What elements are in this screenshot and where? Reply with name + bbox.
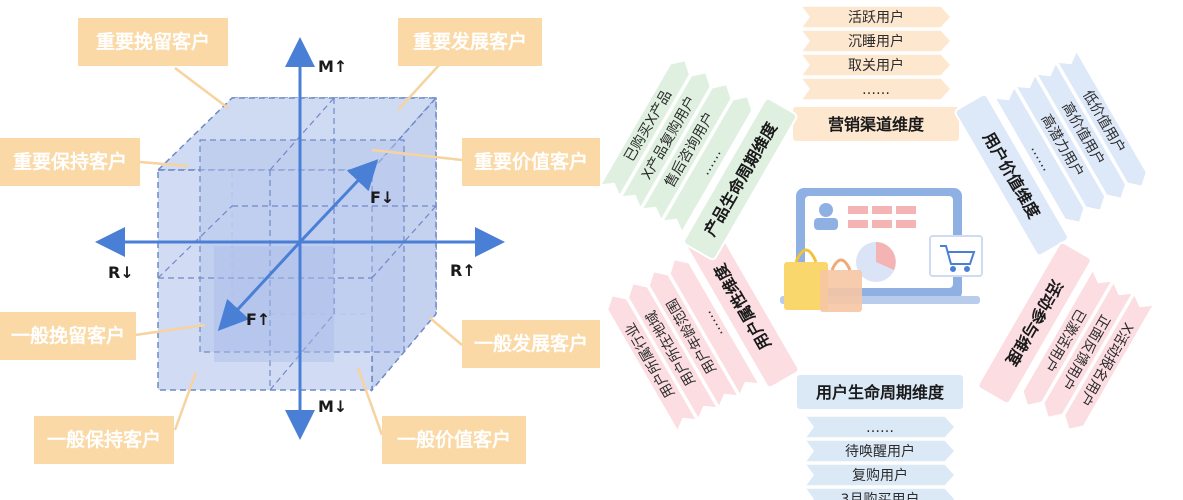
dimension-item-label: ……	[866, 420, 894, 436]
dimension-product-title-box	[683, 97, 798, 261]
dimension-item-label: 沉睡用户	[848, 33, 904, 50]
f-axis-down	[217, 240, 302, 332]
center-illustration	[780, 188, 983, 312]
dimension-item-label: 活跃用户	[848, 9, 904, 26]
axis-label-f-down: F↓	[370, 188, 394, 207]
dimension-marketing-item: 沉睡用户	[799, 29, 953, 53]
axis-label-m-down: M↓	[318, 397, 347, 416]
dimension-item-label: 复购用户	[852, 467, 908, 484]
dimension-item-label: 取关用户	[848, 57, 904, 74]
seg-important-develop: 重要发展客户	[398, 18, 542, 66]
seg-normal-develop: 一般发展客户	[462, 320, 600, 368]
shopping-bags-icon	[784, 248, 862, 312]
axis-label-m-up: M↑	[318, 57, 347, 76]
dimension-product-item: ……	[661, 95, 753, 234]
seg-important-keep: 重要保持客户	[0, 138, 140, 186]
dimension-activity-title-box	[977, 241, 1092, 405]
axis-label-f-up: F↑	[246, 310, 270, 329]
seg-normal-keep: 一般保持客户	[34, 416, 174, 464]
dimension-item-label: ……	[862, 82, 890, 98]
dimension-lifecycle-title: 用户生命周期维度	[816, 383, 945, 402]
seg-normal-retain: 一般挽留客户	[0, 312, 136, 360]
dimension-lifecycle-item: ……	[803, 415, 957, 439]
seg-important-value: 重要价值客户	[462, 138, 600, 186]
user-avatar-icon	[819, 203, 833, 217]
shopping-cart-icon	[940, 245, 976, 272]
dimension-marketing-title: 营销渠道维度	[828, 115, 925, 134]
dimension-value-title-box	[954, 93, 1069, 257]
segment-leaders	[134, 63, 463, 436]
dimension-lifecycle-title-box	[795, 373, 965, 411]
pie-chart-icon	[876, 242, 896, 270]
axis-label-r-down: R↓	[108, 263, 134, 282]
seg-normal-value: 一般价值客户	[382, 416, 526, 464]
dimension-item-label: 待唤醒用户	[845, 443, 915, 460]
dimension-item-label: 3月购买用户	[841, 491, 920, 500]
dimension-marketing-item: 取关用户	[799, 53, 953, 77]
dimension-marketing-item: 活跃用户	[799, 5, 953, 29]
rfm-axes	[95, 37, 505, 440]
monitor-screen	[805, 196, 953, 288]
f-axis-up	[298, 159, 379, 244]
dimension-lifecycle-item: 3月购买用户	[803, 487, 957, 500]
dimension-marketing-item: ……	[799, 77, 953, 101]
cube-mid-plane	[199, 139, 405, 353]
dimension-lifecycle-item: 复购用户	[803, 463, 957, 487]
seg-important-retain: 重要挽留客户	[78, 18, 228, 66]
dimension-lifecycle-item: 待唤醒用户	[803, 439, 957, 463]
axis-label-r-up: R↑	[450, 261, 476, 280]
